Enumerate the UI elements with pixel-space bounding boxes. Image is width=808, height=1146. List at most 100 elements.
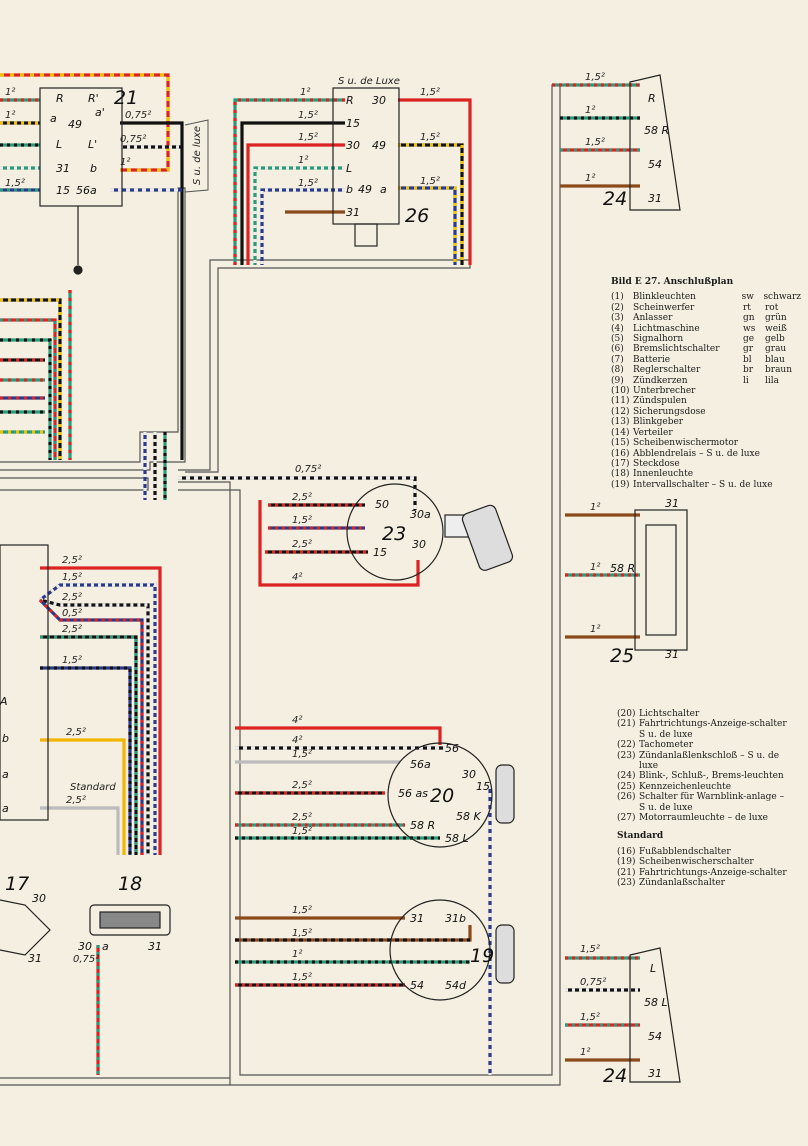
legend-text: Steckdose: [633, 458, 680, 469]
standard-label: Standard: [70, 782, 116, 793]
t20-56as: 56 as: [398, 787, 428, 800]
t26-30a: 30: [372, 94, 386, 107]
t21-L2: L': [88, 138, 97, 151]
component-21: [39, 87, 123, 275]
t21-b: b: [90, 162, 97, 175]
t26-49b: 49: [358, 183, 372, 196]
legend-standard-title: Standard: [617, 831, 664, 842]
t25-31a: 31: [665, 497, 679, 510]
fuse-label-5: a: [2, 802, 9, 815]
svg-text:2,5²: 2,5²: [62, 624, 82, 635]
svg-text:1,5²: 1,5²: [580, 944, 600, 955]
legend-number: (19): [611, 479, 630, 490]
legend-number: (18): [611, 469, 630, 480]
legend-number: (23): [617, 750, 636, 761]
legend-color-code: [743, 480, 765, 490]
t23-30a: 30a: [410, 508, 431, 521]
t24b-31: 31: [648, 1067, 662, 1080]
svg-text:1²: 1²: [580, 1047, 590, 1058]
legend-color-code: ge: [743, 334, 755, 345]
legend-color-name: rot: [765, 302, 779, 313]
legend-row: (16)Fußabblendschalter: [617, 847, 797, 857]
legend-color-code: [743, 449, 765, 459]
svg-text:1²: 1²: [5, 110, 15, 121]
legend-text: Scheibenwischermotor: [633, 438, 739, 449]
legend-number: (15): [611, 438, 630, 449]
svg-text:1,5²: 1,5²: [292, 928, 312, 939]
legend-number: (12): [611, 406, 630, 417]
legend-number: (22): [617, 740, 636, 751]
legend-number: (20): [617, 709, 636, 719]
legend-number: (16): [611, 448, 630, 459]
t21-a: a: [50, 112, 57, 125]
legend-row: (22)Tachometer: [617, 740, 797, 750]
legend-number: (16): [617, 846, 636, 857]
svg-text:1,5²: 1,5²: [292, 515, 312, 526]
legend-color-name: gelb: [765, 334, 785, 345]
legend-main: Bild E 27. Anschlußplan (1)Blinkleuchten…: [611, 277, 801, 490]
svg-text:1,5²: 1,5²: [292, 826, 312, 837]
component-26: [332, 87, 400, 247]
t20-15: 15: [476, 780, 490, 793]
t24t-31: 31: [648, 192, 662, 205]
legend-number: (27): [617, 813, 636, 824]
t17-30: 30: [32, 892, 46, 905]
component-21-side-box: [184, 119, 209, 193]
svg-text:2,5²: 2,5²: [292, 812, 312, 823]
svg-text:1²: 1²: [585, 173, 595, 184]
legend-text: Signalhorn: [633, 334, 684, 345]
legend-number: (19): [617, 857, 636, 868]
fuse-label-1: A: [0, 695, 8, 708]
component-21-side-label: S u. de luxe: [192, 126, 203, 185]
legend-number: (3): [611, 313, 624, 324]
legend-number: (8): [611, 365, 624, 376]
svg-text:1²: 1²: [298, 155, 308, 166]
svg-text:4²: 4²: [292, 735, 302, 746]
svg-text:2,5²: 2,5²: [62, 555, 82, 566]
svg-text:2,5²: 2,5²: [292, 492, 312, 503]
legend-text: Blinkgeber: [633, 417, 684, 428]
t21-L: L: [56, 138, 62, 151]
terminal-labels: R R' a a' 49 L L' 31 b 15 56a R 30 15 30…: [0, 92, 679, 1080]
svg-text:1²: 1²: [5, 87, 15, 98]
svg-text:2,5²: 2,5²: [292, 539, 312, 550]
legend-text: Intervallschalter – S u. de luxe: [633, 479, 773, 490]
wire-size-labels: 1² 1² 1,5² 0,75² 0,75² 1² 1² 1,5² 1,5² 1…: [5, 72, 606, 1058]
t26-R: R: [346, 94, 354, 107]
legend-text: Motorraumleuchte – de luxe: [639, 813, 768, 824]
legend-color-code: [743, 438, 765, 448]
svg-text:1,5²: 1,5²: [298, 110, 318, 121]
wires: [0, 73, 640, 1075]
legend-row: (13)Blinkgeber: [611, 417, 801, 427]
t26-a: a: [380, 183, 387, 196]
component-23: [346, 483, 514, 581]
legend-color-code: [743, 396, 765, 406]
svg-text:1,5²: 1,5²: [5, 178, 25, 189]
t24b-58L: 58 L: [644, 996, 668, 1009]
legend-number: (23): [617, 878, 636, 889]
legend-color-code: rt: [743, 302, 751, 313]
t18-31: 31: [148, 940, 162, 953]
legend-color-name: lila: [765, 375, 780, 386]
svg-text:0,75²: 0,75²: [580, 977, 606, 988]
svg-text:1²: 1²: [292, 949, 302, 960]
component-20-number: 20: [430, 785, 454, 807]
legend-text: Lichtschalter: [639, 709, 700, 719]
legend-number: (21): [617, 867, 636, 878]
svg-text:1,5²: 1,5²: [292, 905, 312, 916]
svg-text:1,5²: 1,5²: [580, 1012, 600, 1023]
legend-row: (26)Schalter für Warnblink-anlage – S u.…: [617, 792, 797, 813]
t26-30b: 30: [346, 139, 360, 152]
legend-number: (2): [611, 302, 624, 313]
svg-text:2,5²: 2,5²: [66, 727, 86, 738]
svg-text:0,5²: 0,5²: [62, 608, 82, 619]
t20-30: 30: [462, 768, 476, 781]
svg-text:1²: 1²: [585, 105, 595, 116]
legend-number: (10): [611, 386, 630, 397]
legend-color-code: br: [743, 365, 754, 376]
